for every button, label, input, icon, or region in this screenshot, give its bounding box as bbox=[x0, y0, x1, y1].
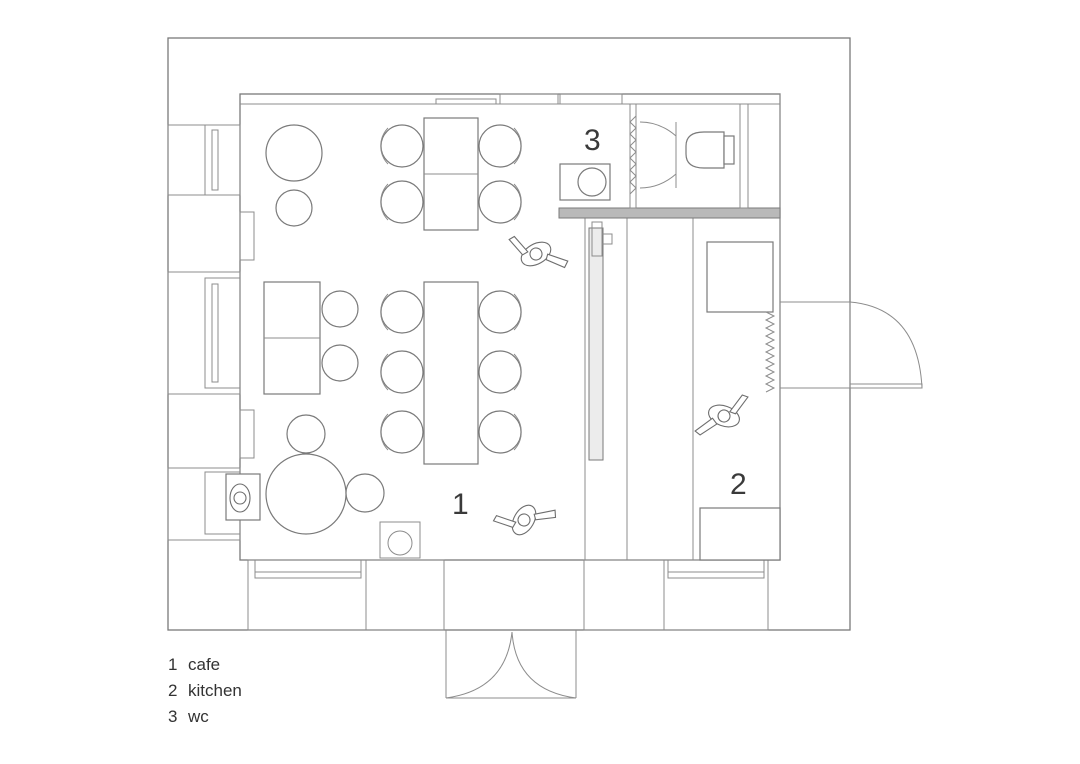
room-legend: 1 cafe 2 kitchen 3 wc bbox=[168, 652, 242, 730]
cafe-furniture bbox=[225, 117, 522, 535]
entrance-door bbox=[445, 630, 577, 699]
bottom-walls bbox=[247, 521, 769, 631]
room-number-wc: 3 bbox=[584, 124, 601, 157]
kitchen-fixtures bbox=[584, 217, 923, 561]
legend-number: 2 bbox=[168, 681, 178, 700]
legend-item: 3 wc bbox=[168, 704, 242, 730]
left-windows bbox=[167, 124, 255, 541]
legend-number: 1 bbox=[168, 655, 178, 674]
legend-item: 2 kitchen bbox=[168, 678, 242, 704]
wc-fixtures bbox=[558, 103, 781, 219]
people-figures bbox=[229, 235, 749, 536]
room-number-cafe: 1 bbox=[452, 488, 469, 521]
room-number-kitchen: 2 bbox=[730, 468, 747, 501]
legend-number: 3 bbox=[168, 707, 178, 726]
legend-label: cafe bbox=[188, 655, 221, 674]
legend-item: 1 cafe bbox=[168, 652, 242, 678]
legend-label: kitchen bbox=[188, 681, 242, 700]
legend-label: wc bbox=[188, 707, 209, 726]
